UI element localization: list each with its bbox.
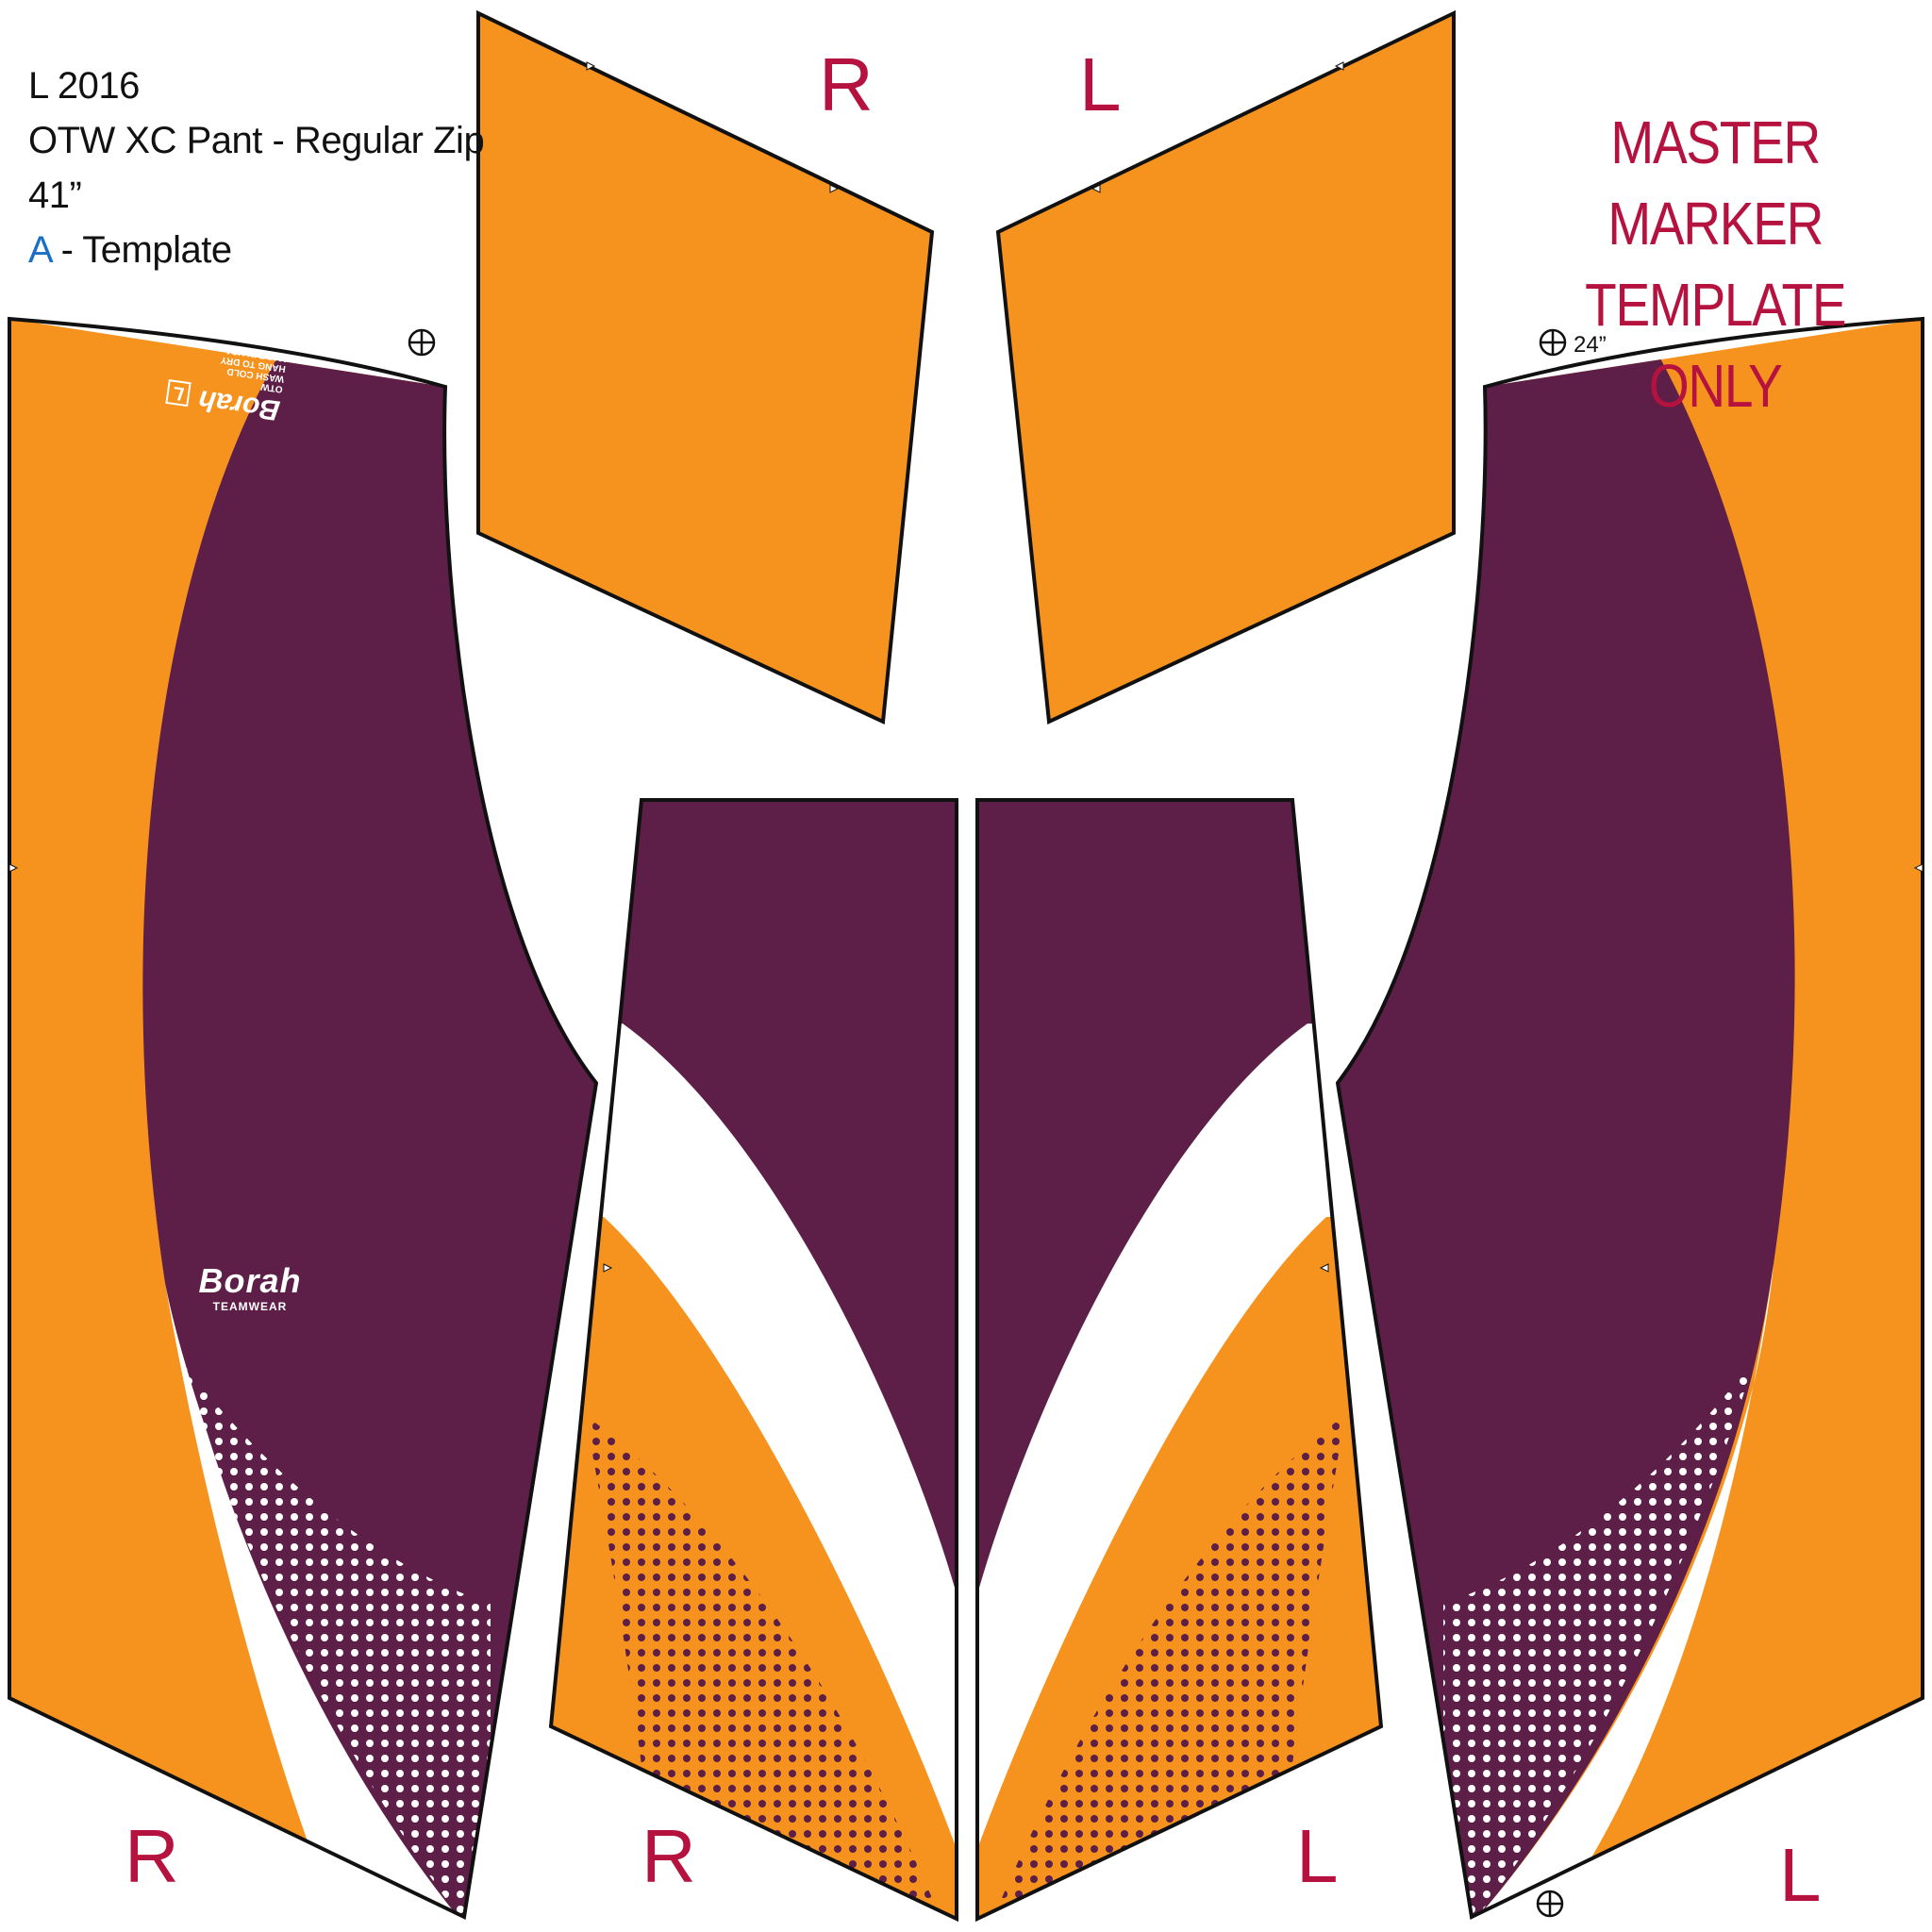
- registration-target-icon: [1539, 328, 1567, 357]
- template-info: L 2016 OTW XC Pant - Regular Zip 41” A -…: [28, 58, 485, 277]
- side-label-top-left: R: [819, 42, 874, 126]
- care-tag-size: L: [164, 379, 192, 408]
- measure-note: 24”: [1574, 332, 1607, 358]
- side-label-bottom-center-right: L: [1296, 1814, 1339, 1898]
- notch-marker-icon: [8, 61, 1924, 1273]
- brand-logo: Borah TEAMWEAR: [193, 1261, 307, 1314]
- side-label-bottom-center-left: R: [641, 1814, 696, 1898]
- template-letter: A: [28, 229, 51, 271]
- registration-target-icon: [1536, 1890, 1564, 1918]
- product-line: OTW XC Pant - Regular Zip: [28, 120, 485, 161]
- master-marker-stamp: MASTER MARKER TEMPLATE ONLY: [1528, 102, 1902, 426]
- brand-name: Borah: [198, 1261, 302, 1300]
- template-suffix: - Template: [50, 229, 233, 271]
- stamp-line-2: TEMPLATE ONLY: [1585, 271, 1846, 420]
- stamp-line-1: MASTER MARKER: [1607, 108, 1824, 258]
- side-label-bottom-far-right: L: [1779, 1833, 1822, 1917]
- template-line: A - Template: [28, 223, 484, 277]
- side-label-bottom-far-left: R: [125, 1814, 179, 1898]
- center-left-panel: [551, 800, 957, 1919]
- registration-target-icon: [408, 328, 436, 357]
- brand-sub: TEAMWEAR: [212, 1300, 288, 1313]
- top-right-panel: [995, 9, 1456, 724]
- size-line: L 2016: [28, 65, 140, 107]
- length-line: 41”: [28, 175, 82, 216]
- top-left-panel: [476, 9, 935, 725]
- side-label-top-right: L: [1079, 42, 1122, 126]
